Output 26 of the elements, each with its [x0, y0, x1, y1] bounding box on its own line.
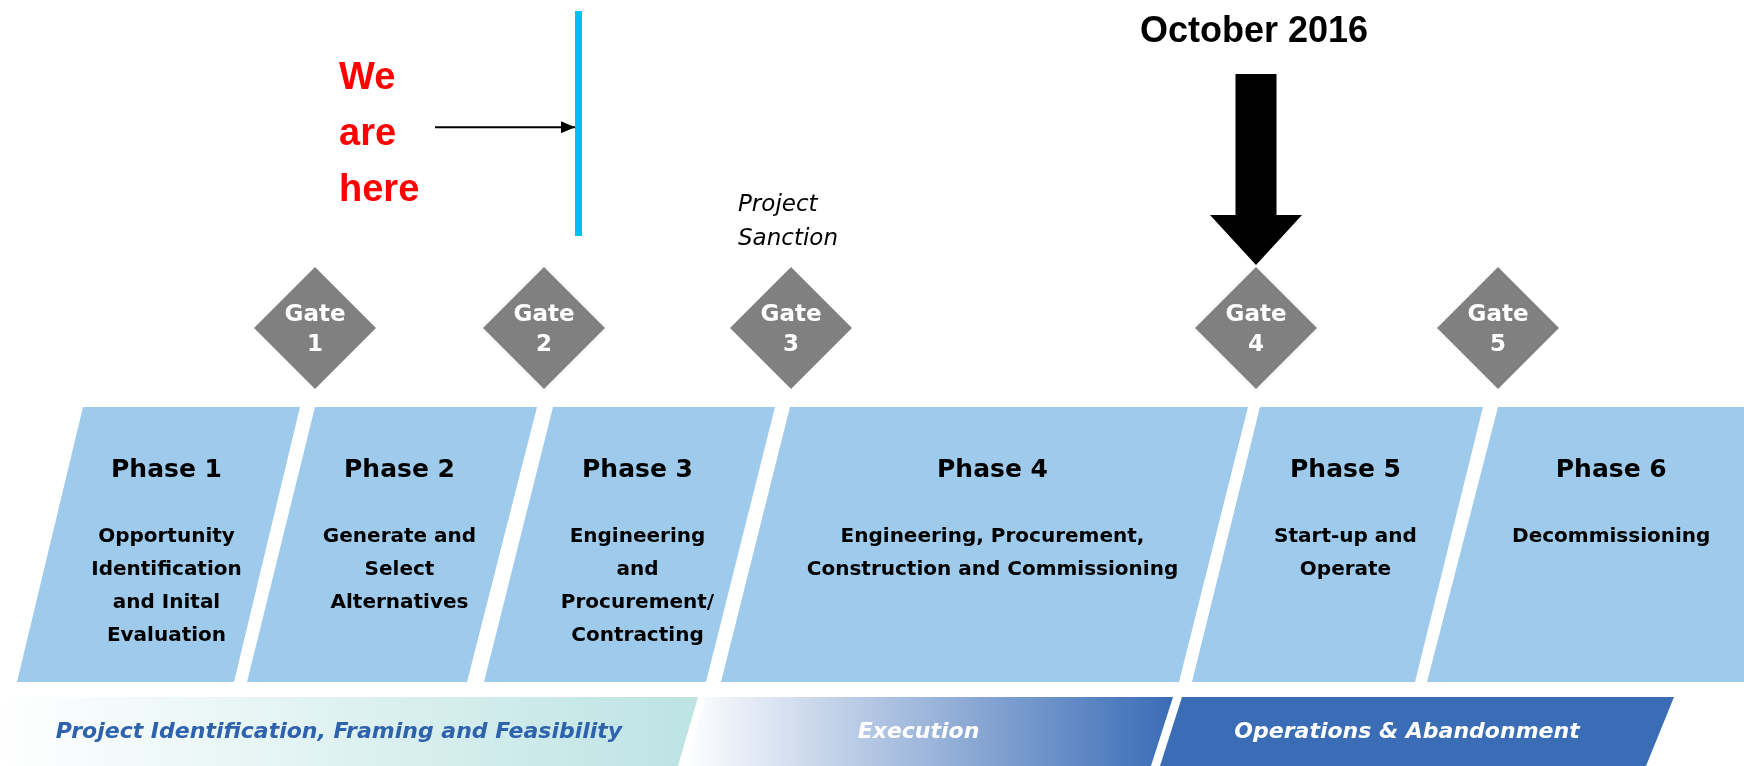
phase-title: Phase 4 [936, 453, 1049, 485]
phase-description: Engineering and Procurement/ Contracting [559, 522, 716, 648]
phase-title: Phase 2 [343, 453, 456, 485]
callout-text: We are here [339, 54, 421, 211]
milestone-note: Project Sanction [738, 189, 839, 252]
block-arrow [1210, 74, 1302, 265]
gate-label: Gate 3 [759, 299, 823, 358]
gate-label: Gate 5 [1466, 299, 1530, 358]
gate-label: Gate 1 [283, 299, 347, 358]
phase-title: Phase 5 [1289, 453, 1402, 485]
stage-label: Operations & Abandonment [1233, 717, 1582, 745]
phase-title: Phase 1 [110, 453, 223, 485]
gate-label: Gate 4 [1224, 299, 1288, 358]
phase-description: Opportunity Identification and Inital Evaluation [90, 522, 243, 648]
marker-bar [575, 11, 582, 236]
arrow [434, 121, 576, 134]
phase-description: Start-up and Operate [1273, 522, 1418, 582]
gate-label: Gate 2 [512, 299, 576, 358]
date-label: October 2016 [1138, 8, 1370, 52]
phase-description: Generate and Select Alternatives [321, 522, 478, 615]
phase-description: Decommissioning [1511, 522, 1712, 549]
phase-title: Phase 3 [581, 453, 694, 485]
stage-label: Project Identification, Framing and Feasibility [54, 717, 624, 745]
phase-description: Engineering, Procurement, Construction and Commissioning [805, 522, 1180, 582]
phase-title: Phase 6 [1554, 453, 1668, 485]
stage-label: Execution [856, 717, 981, 745]
